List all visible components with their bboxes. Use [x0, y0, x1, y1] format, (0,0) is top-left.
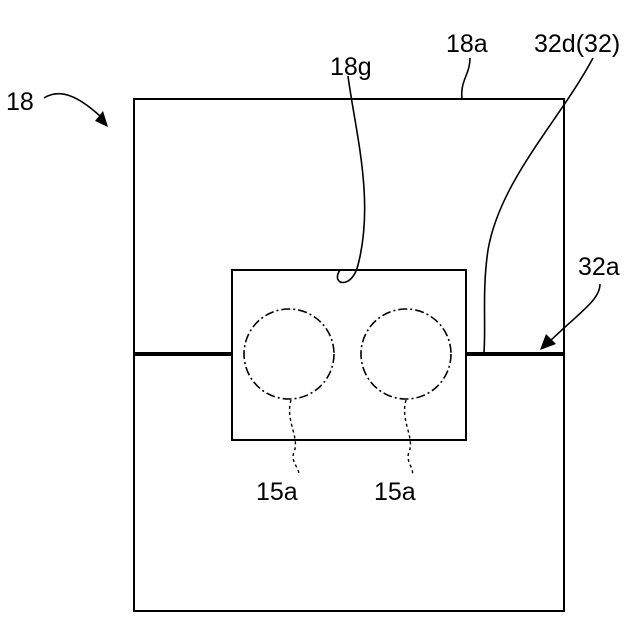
- outer-plate-leader: [462, 58, 470, 99]
- element-leader-left: [290, 400, 300, 476]
- element-leader-right: [405, 400, 413, 476]
- label-assembly: 18: [6, 88, 34, 116]
- label-seam-portion: 32d(32): [534, 30, 620, 58]
- label-element-right: 15a: [374, 478, 416, 506]
- opening-leader: [337, 76, 364, 283]
- assembly-arrow-shaft: [44, 94, 100, 116]
- label-opening: 18g: [330, 53, 372, 81]
- seam-line-arrow-shaft: [548, 284, 600, 343]
- seam-line-arrow-head: [540, 334, 556, 350]
- label-outer-plate: 18a: [446, 30, 488, 58]
- element-circle-right: [361, 309, 451, 399]
- label-element-left: 15a: [256, 478, 298, 506]
- opening: [232, 270, 466, 440]
- seam-portion-leader: [484, 58, 593, 352]
- element-circle-left: [244, 309, 334, 399]
- label-seam-line: 32a: [578, 253, 620, 281]
